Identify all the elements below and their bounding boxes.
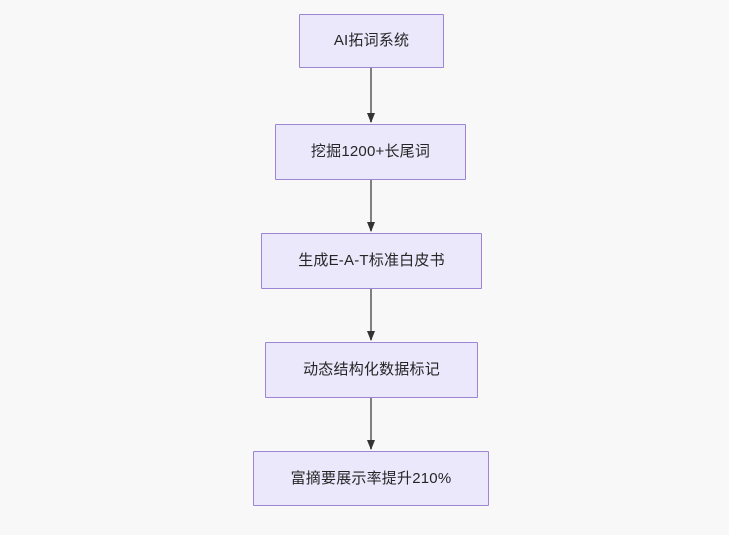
- flow-node-mine-longtail-keywords[interactable]: 挖掘1200+长尾词: [275, 124, 466, 180]
- flow-node-dynamic-structured-data-markup[interactable]: 动态结构化数据标记: [265, 342, 478, 398]
- flow-node-ai-keyword-system[interactable]: AI拓词系统: [299, 14, 444, 68]
- flow-node-label: 生成E-A-T标准白皮书: [298, 252, 445, 269]
- flow-node-label: 富摘要展示率提升210%: [290, 469, 452, 487]
- flow-node-label: 动态结构化数据标记: [303, 361, 440, 378]
- flow-node-generate-eat-whitepaper[interactable]: 生成E-A-T标准白皮书: [261, 233, 482, 289]
- flow-node-label: AI拓词系统: [333, 32, 410, 49]
- flow-node-rich-snippet-impression-uplift[interactable]: 富摘要展示率提升210%: [253, 451, 489, 506]
- flow-node-label: 挖掘1200+长尾词: [310, 143, 431, 160]
